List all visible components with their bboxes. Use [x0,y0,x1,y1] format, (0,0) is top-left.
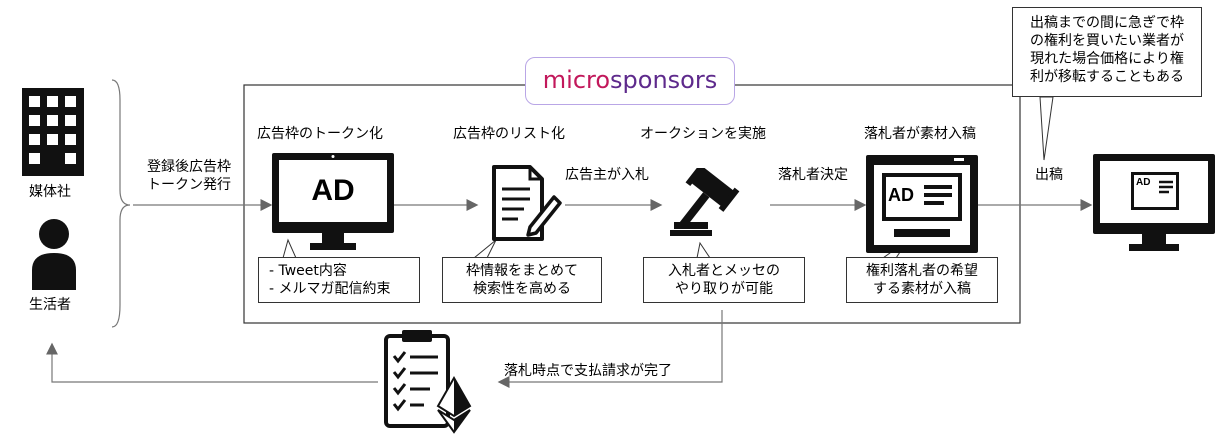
step-3-note-line-1: 入札者とメッセの [668,263,780,279]
clipboard-eth-icon [384,330,472,434]
actors-brace [111,79,131,328]
arrow-payment [497,310,723,388]
register-label: 登録後広告枠 トークン発行 [134,158,244,194]
consumer-label: 生活者 [29,297,71,313]
step-2-note-line-2: 検索性を高める [473,281,571,297]
building-icon [22,88,84,176]
step-4-note: 権利落札者の希望 する素材が入稿 [846,257,998,303]
ad-label: AD [311,174,355,207]
step-4-title: 落札者が素材入稿 [864,126,976,142]
advertiser-bid-label: 広告主が入札 [565,167,649,183]
monitor-ad-icon [272,153,394,250]
step-3-note-line-2: やり取りが可能 [675,281,773,297]
callout-line-4: 利が移転することもある [1030,69,1184,85]
publish-label: 出稿 [1035,167,1063,183]
published-monitor-icon [1093,154,1215,251]
step-1-note: - Tweet内容 - メルマガ配信約束 [258,257,420,303]
payment-label: 落札時点で支払請求が完了 [504,363,672,379]
step-1-note-line-1: - Tweet内容 [269,263,347,279]
register-line-2: トークン発行 [147,177,231,193]
arrow-to-consumer [46,342,378,383]
step-1-title: 広告枠のトークン化 [257,126,383,142]
ad-window-label: AD [888,185,914,205]
logo-suffix: sponsors [610,66,718,94]
published-ad-label: AD [1136,177,1151,188]
person-icon [32,219,76,290]
callout-line-2: の権利を買いたい業者が [1030,33,1184,49]
step-2-title: 広告枠のリスト化 [453,126,565,142]
callout-line-3: 現れた場合価格により権 [1030,51,1184,67]
media-label: 媒体社 [29,184,71,200]
step-3-note: 入札者とメッセの やり取りが可能 [643,257,805,303]
ad-window-icon [866,155,978,253]
logo-prefix: micro [542,66,611,94]
step-4-note-line-1: 権利落札者の希望 [866,263,978,279]
step-2-note: 枠情報をまとめて 検索性を高める [442,257,602,303]
callout-line-1: 出稿までの間に急ぎで枠 [1030,15,1184,31]
transfer-callout: 出稿までの間に急ぎで枠 の権利を買いたい業者が 現れた場合価格により権 利が移転… [1012,7,1202,97]
microsponsors-logo: microsponsors [525,57,735,105]
step-2-note-line-1: 枠情報をまとめて [466,263,578,279]
document-pen-icon [492,165,562,241]
step-4-note-line-2: する素材が入稿 [873,281,971,297]
step-3-title: オークションを実施 [640,126,766,142]
gavel-icon [670,168,740,236]
register-line-1: 登録後広告枠 [147,159,231,175]
winner-decided-label: 落札者決定 [778,167,848,183]
step-1-note-line-2: - メルマガ配信約束 [269,281,391,297]
